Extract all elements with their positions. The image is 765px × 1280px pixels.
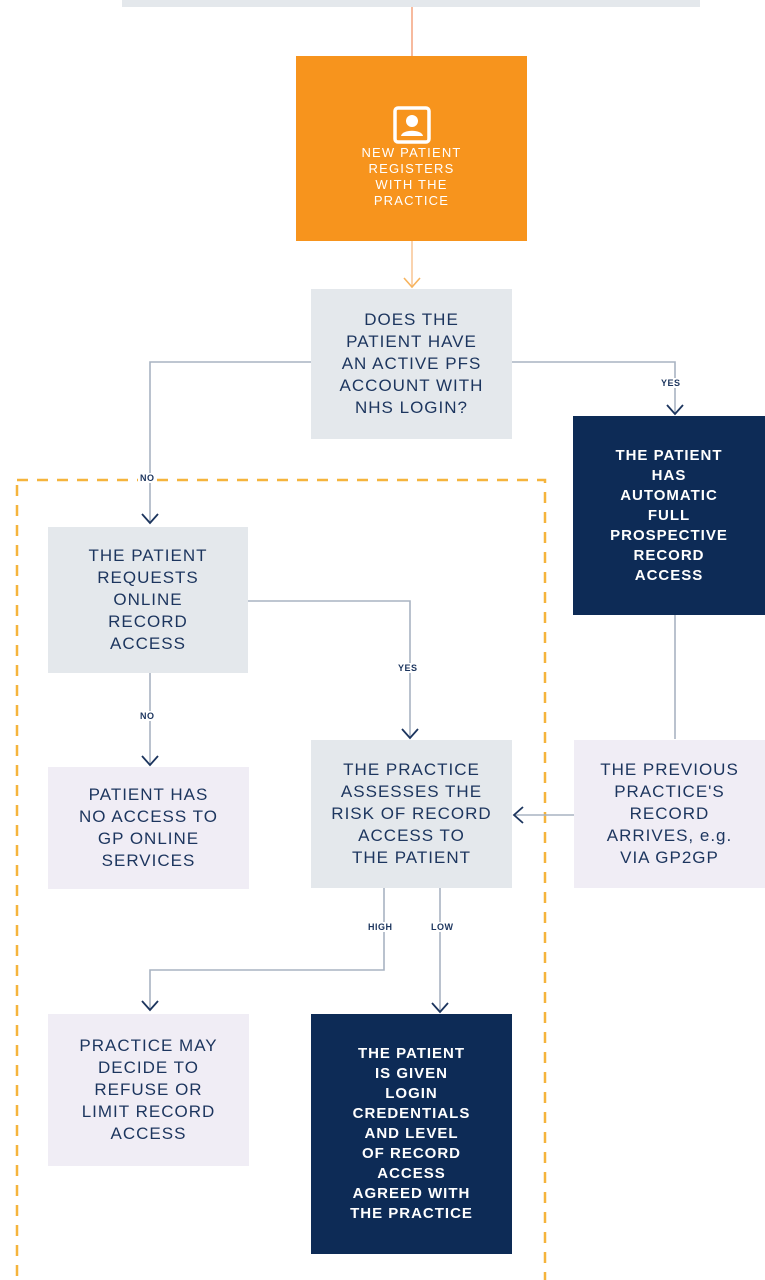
node-no-access-text: PATIENT HAS NO ACCESS TO GP ONLINE SERVI… [79, 785, 218, 870]
node-assess-risk: THE PRACTICE ASSESSES THE RISK OF RECORD… [311, 740, 512, 888]
arrow-to-requests [141, 513, 159, 525]
node-auto-access: THE PATIENT HAS AUTOMATIC FULL PROSPECTI… [573, 416, 765, 615]
arrow-to-refuse [141, 1000, 159, 1012]
node-pfs-question: DOES THE PATIENT HAVE AN ACTIVE PFS ACCO… [311, 289, 512, 439]
arrow-to-credentials [431, 1002, 449, 1014]
arrow-from-previous [512, 806, 524, 824]
node-assess-risk-text: THE PRACTICE ASSESSES THE RISK OF RECORD… [331, 760, 492, 867]
arrow-to-question [403, 277, 421, 289]
node-auto-access-text: THE PATIENT HAS AUTOMATIC FULL PROSPECTI… [610, 446, 728, 584]
label-low: LOW [429, 922, 456, 932]
arrow-to-no-access [141, 755, 159, 767]
connector-high [149, 888, 385, 1010]
connector-no-pfs [149, 361, 311, 523]
node-credentials-text: THE PATIENT IS GIVEN LOGIN CREDENTIALS A… [350, 1045, 473, 1222]
patient-profile-icon [392, 89, 432, 144]
node-previous-record-text: THE PREVIOUS PRACTICE'S RECORD ARRIVES, … [600, 760, 739, 867]
dashed-region [15, 478, 547, 1280]
connector-yes-request [248, 600, 411, 738]
label-high: HIGH [366, 922, 395, 932]
label-yes-pfs: YES [659, 378, 683, 388]
label-no-pfs: NO [138, 473, 157, 483]
node-credentials: THE PATIENT IS GIVEN LOGIN CREDENTIALS A… [311, 1014, 512, 1254]
node-requests-access: THE PATIENT REQUESTS ONLINE RECORD ACCES… [48, 527, 248, 673]
node-refuse-limit-text: PRACTICE MAY DECIDE TO REFUSE OR LIMIT R… [79, 1036, 218, 1143]
label-yes-request: YES [396, 663, 420, 673]
connector-yes-pfs [512, 361, 676, 414]
node-requests-access-text: THE PATIENT REQUESTS ONLINE RECORD ACCES… [88, 546, 208, 653]
node-previous-record: THE PREVIOUS PRACTICE'S RECORD ARRIVES, … [574, 740, 765, 888]
node-refuse-limit: PRACTICE MAY DECIDE TO REFUSE OR LIMIT R… [48, 1014, 249, 1166]
arrow-to-assess [401, 728, 419, 740]
node-pfs-question-text: DOES THE PATIENT HAVE AN ACTIVE PFS ACCO… [339, 310, 484, 417]
arrow-to-auto-access [666, 404, 684, 416]
label-no-request: NO [138, 711, 157, 721]
node-new-patient-text: NEW PATIENT REGISTERS WITH THE PRACTICE [361, 144, 462, 208]
node-new-patient: NEW PATIENT REGISTERS WITH THE PRACTICE [296, 56, 527, 241]
node-no-access: PATIENT HAS NO ACCESS TO GP ONLINE SERVI… [48, 767, 249, 889]
top-bar [122, 0, 700, 7]
